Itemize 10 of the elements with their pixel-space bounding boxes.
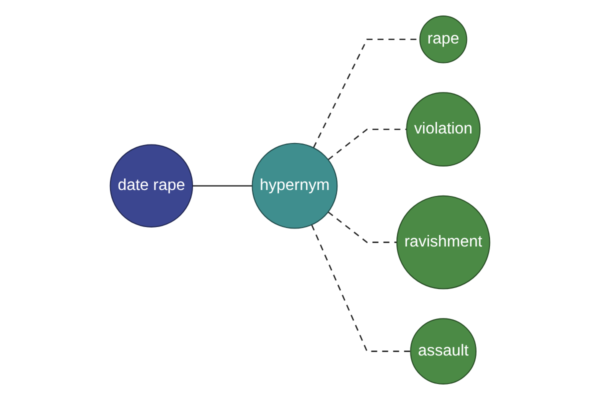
node-circle: violation xyxy=(406,92,480,167)
node-circle: assault xyxy=(410,318,476,385)
connector xyxy=(192,185,252,186)
connector xyxy=(328,211,397,243)
node-circle: hypernym xyxy=(252,142,338,229)
node-circle: date rape xyxy=(110,144,194,228)
connector xyxy=(311,224,411,352)
connector xyxy=(328,128,407,160)
node-circle: ravishment xyxy=(396,195,490,290)
node-circle: rape xyxy=(419,15,468,64)
